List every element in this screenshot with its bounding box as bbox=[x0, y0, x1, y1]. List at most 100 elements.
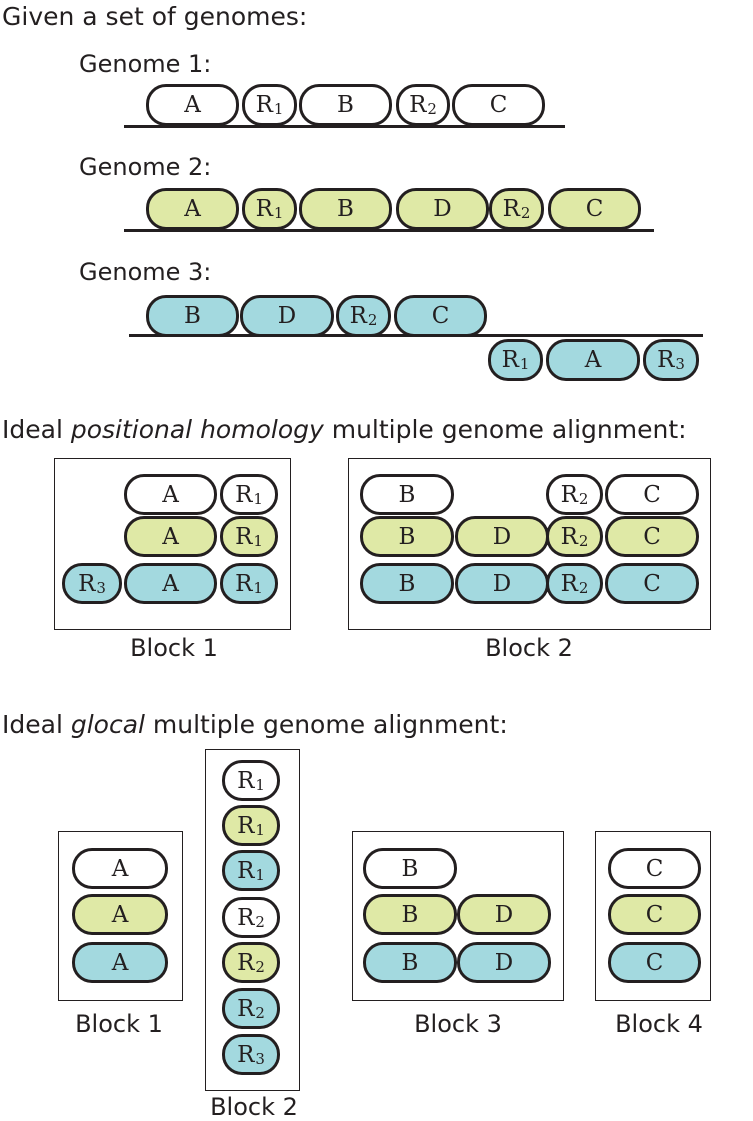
positional-block-1-segment-name: R bbox=[235, 570, 253, 597]
glocal-block-1-segment: A bbox=[72, 894, 168, 935]
genome-3-segment: A bbox=[546, 339, 640, 381]
genome-3-segment-name: R bbox=[657, 347, 675, 373]
glocal-block-2-segment-subscript: 2 bbox=[255, 957, 265, 976]
positional-block-2-segment: B bbox=[360, 516, 454, 557]
genome-2-segment-name: C bbox=[585, 196, 604, 222]
positional-block-1-segment-name: R bbox=[78, 570, 96, 597]
genome-2-segment-name: B bbox=[337, 196, 354, 222]
positional-block-2-segment-name: C bbox=[643, 570, 661, 597]
glocal-block-2-segment-name: R bbox=[237, 949, 255, 976]
positional-block-1-segment-name: A bbox=[162, 570, 179, 597]
positional-block-2-segment: B bbox=[360, 474, 454, 515]
positional-block-2-label: Block 2 bbox=[485, 634, 573, 662]
positional-block-2-segment-name: B bbox=[398, 570, 416, 597]
genome-2-segment-subscript: 1 bbox=[273, 204, 284, 222]
positional-block-2-segment: C bbox=[605, 563, 699, 604]
genome-3-baseline bbox=[129, 334, 703, 337]
positional-block-1-segment-subscript: 1 bbox=[253, 489, 263, 508]
genome-2-segment: C bbox=[548, 188, 641, 230]
genome-3-segment-name: B bbox=[184, 303, 201, 329]
genome-2-segment-subscript: 2 bbox=[520, 204, 531, 222]
genome-2-label: Genome 2: bbox=[79, 153, 212, 181]
glocal-block-2-segment-subscript: 2 bbox=[255, 1003, 265, 1022]
positional-block-2-box bbox=[348, 458, 711, 630]
genome-1-baseline bbox=[124, 125, 565, 128]
positional-block-2-segment-name: R bbox=[560, 481, 578, 508]
glocal-block-2-box bbox=[205, 749, 300, 1091]
genome-1-segment: B bbox=[299, 84, 392, 126]
glocal-block-2-segment-subscript: 1 bbox=[255, 775, 265, 794]
positional-block-2-segment-subscript: 2 bbox=[578, 489, 589, 508]
positional-block-1-segment: A bbox=[124, 516, 217, 557]
glocal-block-2-segment-subscript: 3 bbox=[255, 1049, 265, 1068]
glocal-block-4-segment: C bbox=[608, 942, 701, 983]
positional-block-2-segment-name: D bbox=[492, 570, 512, 597]
positional-block-2-segment-name: R bbox=[560, 523, 578, 550]
glocal-block-2-segment-name: R bbox=[237, 767, 255, 794]
genome-3-segment: D bbox=[240, 295, 334, 337]
genome-3-segment-name: R bbox=[349, 303, 367, 329]
positional-block-1-segment-name: R bbox=[235, 523, 253, 550]
genome-1-segment: C bbox=[452, 84, 545, 126]
positional-block-2-segment: D bbox=[455, 516, 549, 557]
positional-block-2-segment-subscript: 2 bbox=[578, 531, 589, 550]
glocal-block-2-segment-subscript: 1 bbox=[255, 820, 265, 839]
genome-3-segment-name: R bbox=[501, 347, 519, 373]
positional-block-1-segment: A bbox=[124, 474, 217, 515]
genome-1-segment-name: C bbox=[489, 92, 508, 118]
positional-block-2-segment-name: C bbox=[643, 481, 661, 508]
glocal-block-2-segment-name: R bbox=[237, 857, 255, 884]
glocal-block-2-segment-name: R bbox=[237, 995, 255, 1022]
heading-positional: Ideal positional homology multiple genom… bbox=[2, 415, 687, 444]
glocal-block-3-segment: D bbox=[457, 894, 551, 935]
genome-2-segment: A bbox=[146, 188, 239, 230]
positional-block-1-segment-subscript: 3 bbox=[96, 578, 106, 597]
glocal-block-2-segment-name: R bbox=[237, 1041, 255, 1068]
heading-positional-em: positional homology bbox=[70, 415, 324, 444]
positional-block-2-segment-subscript: 2 bbox=[578, 578, 589, 597]
positional-block-1-box bbox=[54, 458, 291, 630]
positional-block-2-segment-name: D bbox=[492, 523, 512, 550]
genome-1-segment-name: R bbox=[255, 92, 273, 118]
positional-block-2-segment-name: R bbox=[560, 570, 578, 597]
glocal-block-4-label: Block 4 bbox=[615, 1010, 703, 1038]
glocal-block-3-box bbox=[352, 831, 564, 1001]
genome-2-segment-name: R bbox=[255, 196, 273, 222]
positional-block-1-segment-name: R bbox=[235, 481, 253, 508]
glocal-block-4-segment: C bbox=[608, 848, 701, 889]
genome-3-segment-name: D bbox=[277, 303, 297, 329]
heading-positional-suffix: multiple genome alignment: bbox=[323, 415, 687, 444]
glocal-block-2-segment-subscript: 1 bbox=[255, 865, 265, 884]
genome-3-segment-subscript: 1 bbox=[519, 355, 530, 373]
genome-3-segment-name: A bbox=[584, 347, 602, 373]
genome-3-segment: B bbox=[146, 295, 239, 337]
positional-block-1-segment: A bbox=[124, 563, 217, 604]
glocal-block-4-segment: C bbox=[608, 894, 701, 935]
glocal-block-3-segment-name: D bbox=[494, 949, 514, 976]
glocal-block-3-segment-name: B bbox=[401, 855, 419, 882]
glocal-block-4-box bbox=[595, 831, 711, 1001]
genome-1-label: Genome 1: bbox=[79, 50, 212, 78]
genome-1-segment-name: B bbox=[337, 92, 354, 118]
heading-glocal: Ideal glocal multiple genome alignment: bbox=[2, 710, 508, 739]
genome-1-segment-name: A bbox=[184, 92, 201, 118]
genome-2-segment-name: A bbox=[184, 196, 201, 222]
glocal-block-1-label: Block 1 bbox=[75, 1010, 163, 1038]
positional-block-2-segment: C bbox=[605, 474, 699, 515]
glocal-block-3-segment: B bbox=[363, 942, 457, 983]
positional-block-2-segment-name: C bbox=[643, 523, 661, 550]
glocal-block-4-segment-name: C bbox=[645, 855, 664, 882]
